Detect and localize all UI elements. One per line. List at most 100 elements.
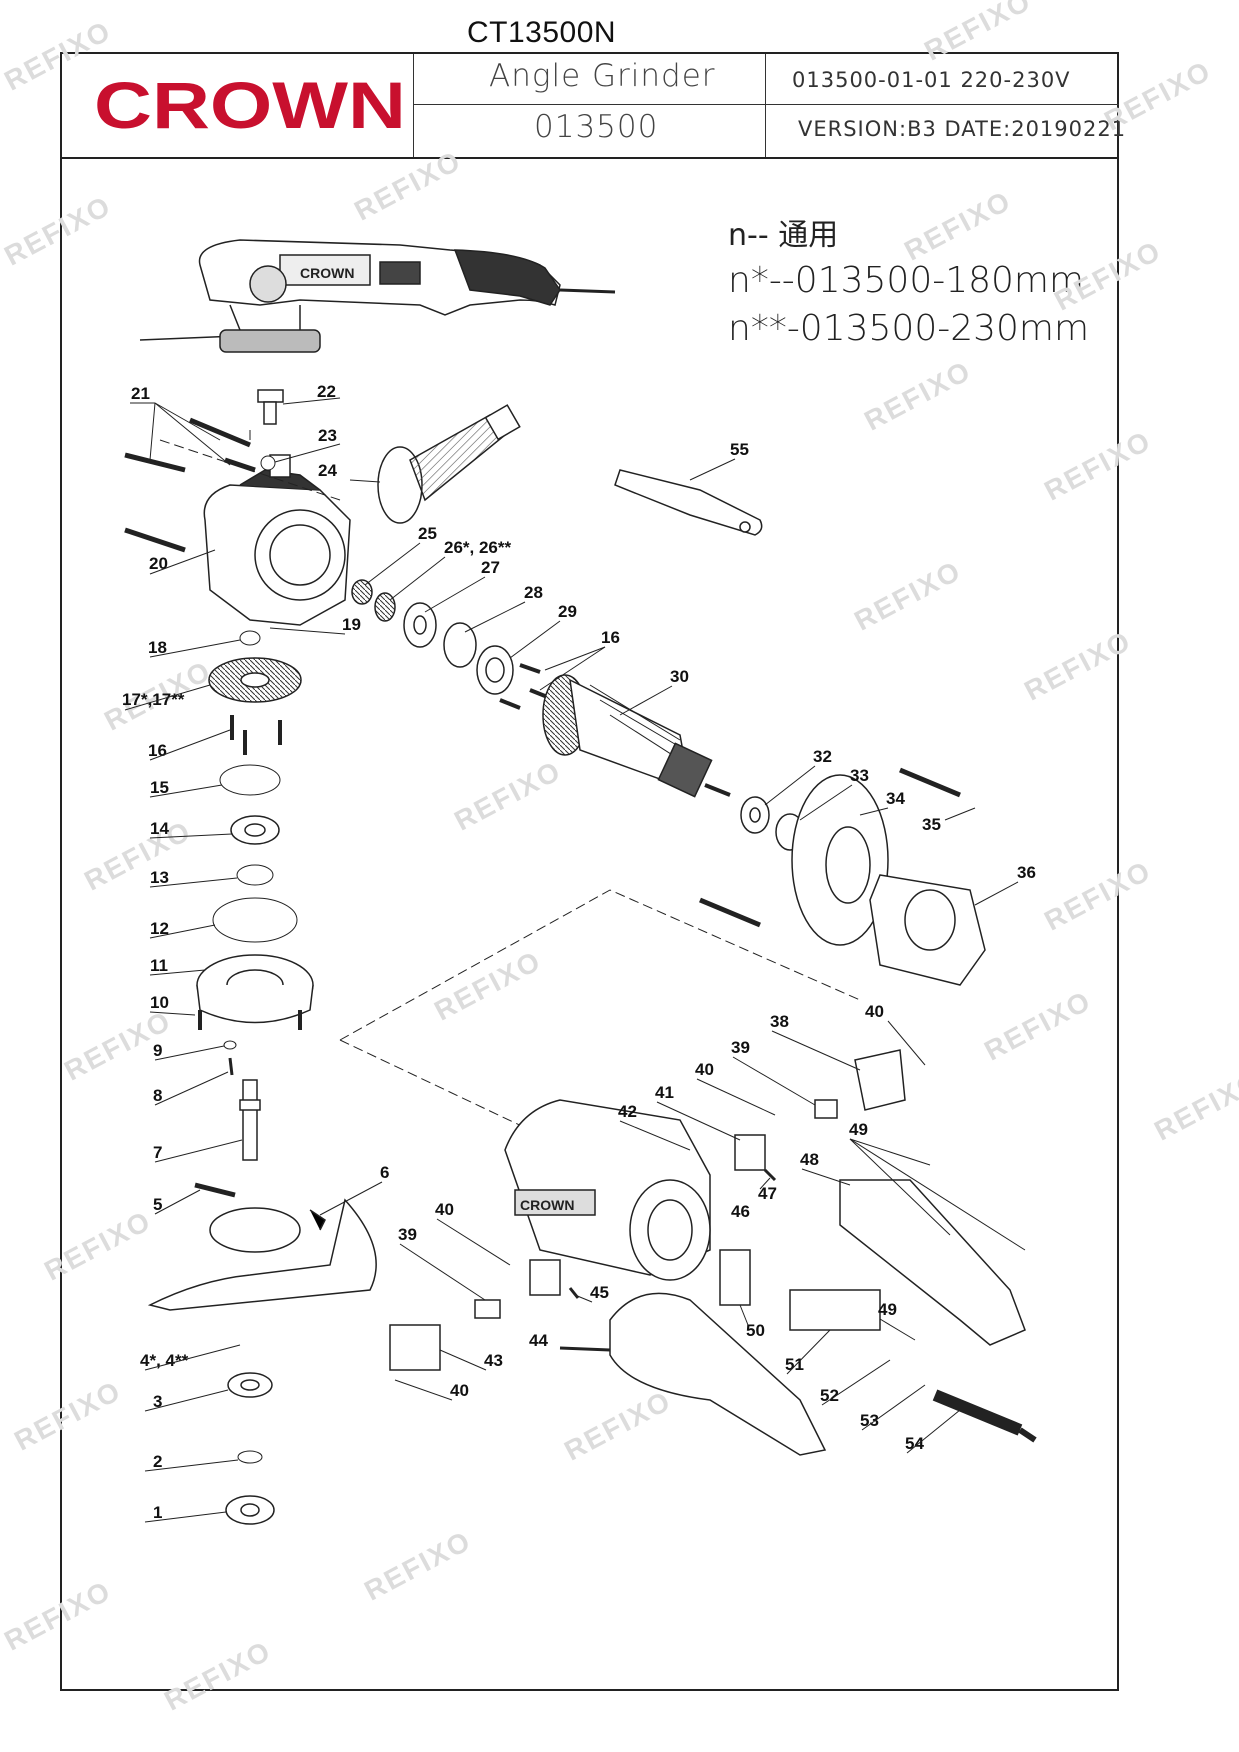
part-label-40-d: 40 xyxy=(450,1381,469,1400)
model-code-title: CT13500N xyxy=(467,16,617,49)
brush-holder-41 xyxy=(529,1134,766,1296)
switch-box-43 xyxy=(389,1324,441,1371)
part-label-26: 26*, 26** xyxy=(444,538,511,557)
part-label-3: 3 xyxy=(153,1392,162,1411)
part-label-23: 23 xyxy=(318,426,337,445)
cord-54 xyxy=(932,1389,1037,1443)
part-number-labels: 21 22 23 24 25 26*, 26** 27 28 29 16 30 … xyxy=(122,382,1036,1523)
product-name: Angle Grinder xyxy=(489,58,716,94)
part-label-49-a: 49 xyxy=(849,1120,868,1139)
part-label-36: 36 xyxy=(1017,863,1036,882)
pin-44 xyxy=(559,1346,611,1352)
spring-47 xyxy=(763,1168,777,1182)
wrench-55 xyxy=(614,469,763,536)
housing-brand-mark: CROWN xyxy=(520,1197,574,1213)
part-label-7: 7 xyxy=(153,1143,162,1162)
part-label-21: 21 xyxy=(131,384,150,403)
part-label-43: 43 xyxy=(484,1351,503,1370)
crown-logo-text: CROWN xyxy=(94,74,406,136)
part-label-17: 17*,17** xyxy=(122,690,185,709)
part-label-29: 29 xyxy=(558,602,577,621)
rear-handle-cover xyxy=(609,1292,827,1456)
part-label-55: 55 xyxy=(730,440,749,459)
screws-35 xyxy=(699,767,961,928)
washer-9 xyxy=(223,1040,237,1050)
back-cover-48 xyxy=(839,1179,1026,1346)
title-block: CROWN Angle Grinder 013500 013500-01-01 … xyxy=(62,54,1125,159)
part-label-49-b: 49 xyxy=(878,1300,897,1319)
legend-common: n-- 通用 xyxy=(728,218,839,253)
part-label-6: 6 xyxy=(380,1163,389,1182)
guard-clamp-screw-5 xyxy=(194,1182,236,1198)
legend-230mm: n**-013500-230mm xyxy=(728,308,1090,349)
part-label-27: 27 xyxy=(481,558,500,577)
legend-180mm: n*--013500-180mm xyxy=(728,260,1085,301)
part-label-2: 2 xyxy=(153,1452,162,1471)
assembly-lines xyxy=(159,430,861,1131)
inner-flange-3 xyxy=(227,1372,273,1398)
part-label-45: 45 xyxy=(590,1283,609,1302)
part-label-38: 38 xyxy=(770,1012,789,1031)
clamp-6 xyxy=(309,1209,326,1231)
stator-36 xyxy=(869,874,986,986)
part-label-14: 14 xyxy=(150,819,169,838)
part-label-24: 24 xyxy=(318,461,337,480)
brush-cover-38 xyxy=(854,1049,906,1111)
bearing-32 xyxy=(740,796,770,834)
screws-10 xyxy=(198,1010,302,1030)
bevel-gear-17 xyxy=(208,657,302,703)
plate-29 xyxy=(476,645,514,695)
gear-housing xyxy=(203,454,351,626)
part-label-25: 25 xyxy=(418,524,437,543)
armature-30 xyxy=(542,674,731,798)
part-label-52: 52 xyxy=(820,1386,839,1405)
part-label-9: 9 xyxy=(153,1041,162,1060)
divider xyxy=(413,54,414,157)
part-label-44: 44 xyxy=(529,1331,548,1350)
part-label-48: 48 xyxy=(800,1150,819,1169)
part-label-34: 34 xyxy=(886,789,905,808)
baffle-34 xyxy=(791,774,889,946)
seal-13 xyxy=(236,864,274,886)
crown-logo: CROWN xyxy=(94,74,406,136)
side-handle-24 xyxy=(377,404,521,524)
bearing-plate-15 xyxy=(219,764,281,796)
part-label-18: 18 xyxy=(148,638,167,657)
part-label-22: 22 xyxy=(317,382,336,401)
part-label-47: 47 xyxy=(758,1184,777,1203)
part-label-54: 54 xyxy=(905,1434,924,1453)
o-ring-12 xyxy=(212,897,298,943)
switch-51 xyxy=(789,1289,881,1331)
part-label-28: 28 xyxy=(524,583,543,602)
part-label-40-c: 40 xyxy=(435,1200,454,1219)
part-label-20: 20 xyxy=(149,554,168,573)
part-label-16-top: 16 xyxy=(601,628,620,647)
part-label-8: 8 xyxy=(153,1086,162,1105)
screws-16-left xyxy=(230,715,282,755)
gearbox-cover-11 xyxy=(196,954,314,1024)
parts-sheet: CROWN Angle Grinder 013500 013500-01-01 … xyxy=(60,52,1125,1691)
grinder-brand-mark: CROWN xyxy=(300,265,354,281)
divider xyxy=(413,104,1119,105)
part-label-5: 5 xyxy=(153,1195,162,1214)
part-label-46: 46 xyxy=(731,1202,750,1221)
part-label-39-b: 39 xyxy=(398,1225,417,1244)
divider xyxy=(765,54,766,157)
pinion-26 xyxy=(374,592,396,622)
part-label-39-a: 39 xyxy=(731,1038,750,1057)
outer-flange-1 xyxy=(225,1495,275,1525)
part-label-11: 11 xyxy=(150,956,168,975)
part-label-30: 30 xyxy=(670,667,689,686)
needle-bearing-18 xyxy=(239,630,261,646)
part-label-35: 35 xyxy=(922,815,941,834)
part-code-voltage: 013500-01-01 220-230V xyxy=(792,68,1071,92)
part-label-4: 4*, 4** xyxy=(140,1351,189,1370)
part-label-42: 42 xyxy=(618,1102,637,1121)
part-label-13: 13 xyxy=(150,868,169,887)
screws-21 xyxy=(124,417,256,553)
spindle-lock-22 xyxy=(257,389,284,425)
capacitor-50 xyxy=(719,1249,751,1306)
part-label-15: 15 xyxy=(150,778,169,797)
part-label-33: 33 xyxy=(850,766,869,785)
